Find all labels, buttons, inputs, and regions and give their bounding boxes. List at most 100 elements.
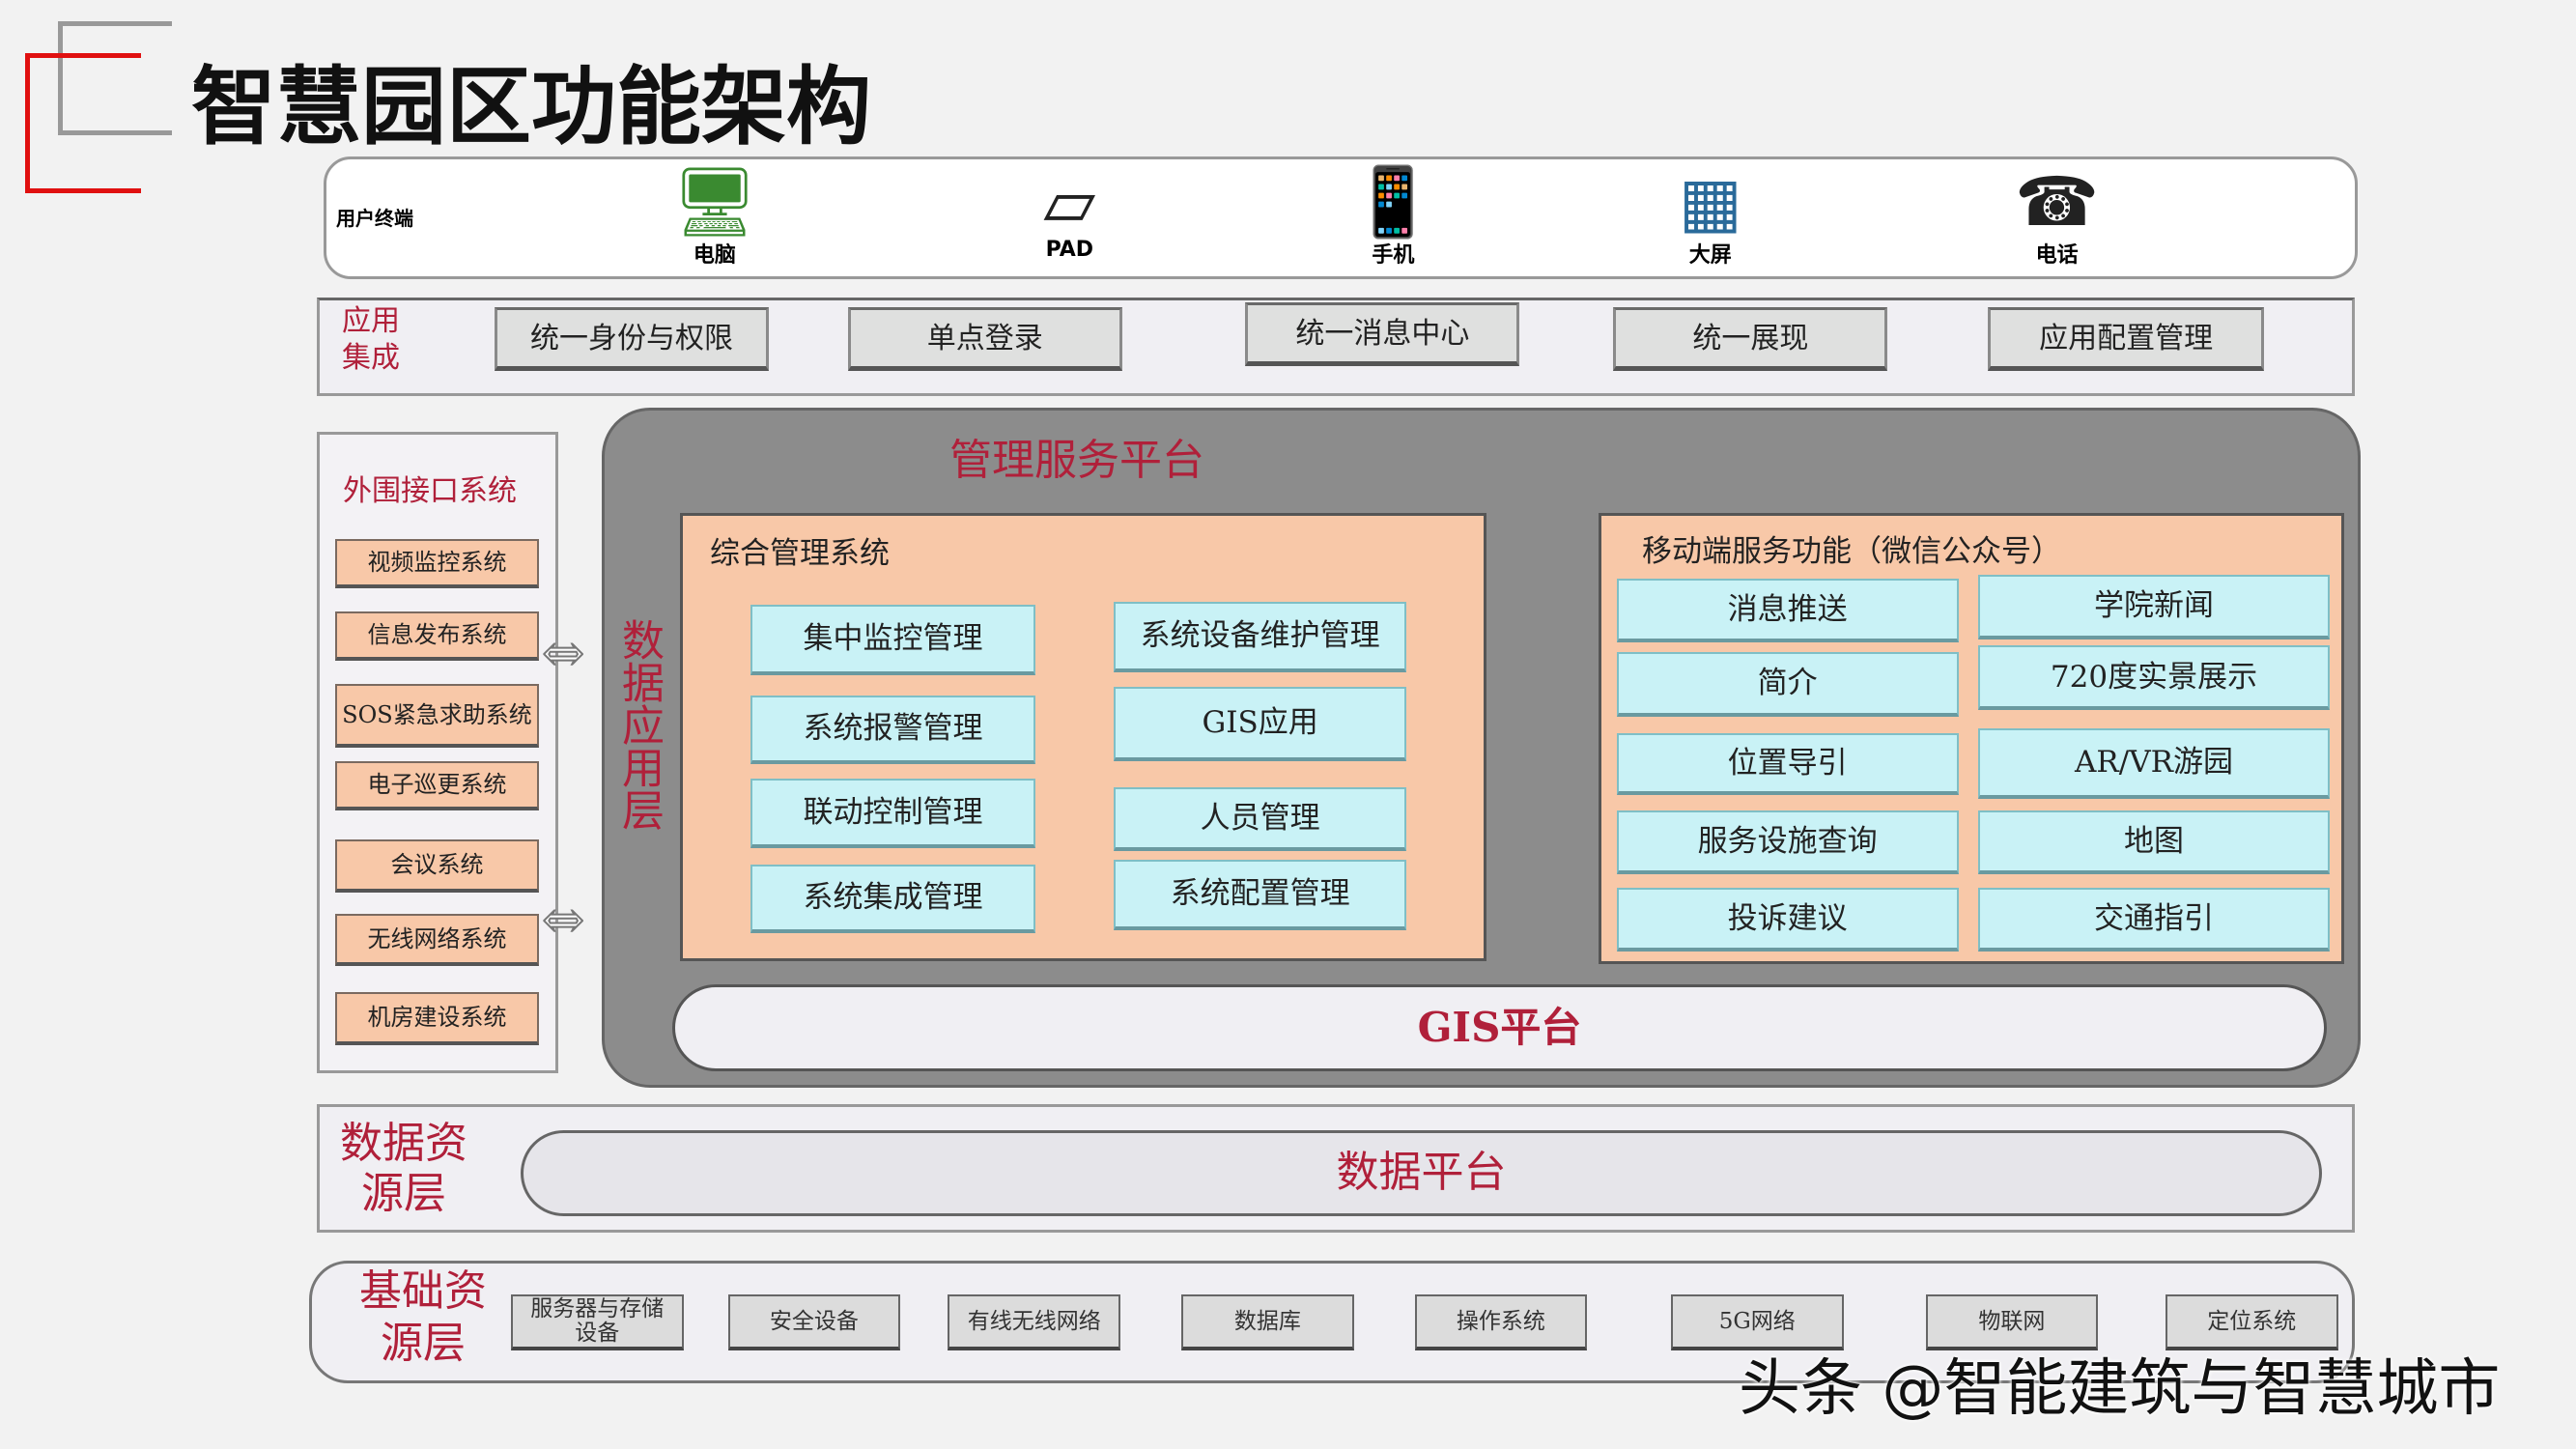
base-resource-item-label: 服务器与存储设备 xyxy=(530,1295,665,1347)
data-platform: 数据平台 xyxy=(521,1130,2322,1216)
base-resource-item: 操作系统 xyxy=(1414,1294,1588,1351)
data-platform-label: 数据平台 xyxy=(1336,1148,1507,1198)
mobile-service-item: AR/VR游园 xyxy=(1978,727,2330,799)
integrated-item: 系统集成管理 xyxy=(750,864,1035,934)
app-integration-item-label: 统一身份与权限 xyxy=(530,321,734,355)
mobile-service-item: 学院新闻 xyxy=(1978,575,2330,639)
peripheral-item: SOS紧急求助系统 xyxy=(335,683,539,748)
peripheral-item: 会议系统 xyxy=(335,839,539,893)
base-resource-item-label: 有线无线网络 xyxy=(967,1308,1101,1334)
peripheral-item-label: 视频监控系统 xyxy=(367,549,507,577)
mobile-service-item-label: 位置导引 xyxy=(1727,745,1848,781)
app-integration-item: 应用配置管理 xyxy=(1988,307,2264,372)
double-arrow-icon: ⇔ xyxy=(541,625,585,684)
base-resource-item: 5G网络 xyxy=(1670,1294,1844,1351)
page-title: 智慧园区功能架构 xyxy=(191,57,872,156)
mobile-service-item: 交通指引 xyxy=(1978,887,2330,952)
app-integration-item-label: 应用配置管理 xyxy=(2039,321,2214,355)
integrated-item: 系统配置管理 xyxy=(1114,859,1407,930)
integrated-item-label: GIS应用 xyxy=(1202,705,1318,741)
title-bracket-red xyxy=(25,53,141,193)
base-resource-item: 数据库 xyxy=(1181,1294,1354,1351)
integrated-item: 集中监控管理 xyxy=(750,604,1035,676)
integrated-item-label: 系统设备维护管理 xyxy=(1140,618,1380,654)
phone-icon: 📱 xyxy=(1350,162,1436,242)
peripheral-item-label: 会议系统 xyxy=(390,851,484,879)
gis-platform: GIS平台 xyxy=(672,984,2327,1071)
mobile-service-item: 720度实景展示 xyxy=(1978,645,2330,710)
app-integration-item: 统一身份与权限 xyxy=(495,307,770,372)
app-integration-label: 应用集成 xyxy=(342,303,400,377)
base-resource-item-label: 5G网络 xyxy=(1718,1308,1796,1334)
label-line: 源层 xyxy=(381,1319,466,1368)
mobile-service-title: 移动端服务功能（微信公众号） xyxy=(1642,534,2061,569)
mobile-service-item: 位置导引 xyxy=(1616,732,1959,796)
integrated-item: 系统设备维护管理 xyxy=(1114,601,1407,672)
label-line: 集成 xyxy=(342,341,400,375)
peripheral-item-label: 机房建设系统 xyxy=(367,1004,507,1032)
double-arrow-icon: ⇔ xyxy=(541,892,585,951)
tablet-icon: ▱ xyxy=(1043,162,1096,242)
data-layer-label: 数据资源层 xyxy=(340,1119,467,1219)
terminal-label: PAD xyxy=(1045,238,1094,262)
terminal-label: 电话 xyxy=(2035,243,2079,268)
base-resource-item-label: 操作系统 xyxy=(1456,1308,1545,1334)
base-resource-item: 定位系统 xyxy=(2165,1294,2338,1351)
base-layer-label: 基础资源层 xyxy=(359,1265,487,1370)
peripheral-item-label: SOS紧急求助系统 xyxy=(342,700,532,728)
mobile-service-item: 投诉建议 xyxy=(1616,887,1959,952)
telephone-icon: ☎ xyxy=(2015,162,2100,242)
integrated-item-label: 人员管理 xyxy=(1200,800,1320,836)
gis-platform-label: GIS平台 xyxy=(1417,1003,1582,1051)
base-resource-item: 服务器与存储设备 xyxy=(511,1294,684,1351)
peripheral-item: 电子巡更系统 xyxy=(335,760,539,810)
user-terminal-panel xyxy=(324,156,2358,279)
base-resource-item-label: 安全设备 xyxy=(769,1308,859,1334)
management-title: 管理服务平台 xyxy=(949,436,1204,485)
mobile-service-item-label: 地图 xyxy=(2124,823,2184,859)
mobile-service-item: 地图 xyxy=(1978,810,2330,874)
mobile-service-item-label: 简介 xyxy=(1757,666,1818,701)
integrated-item: 系统报警管理 xyxy=(750,695,1035,764)
mobile-service-item: 消息推送 xyxy=(1616,578,1959,643)
integrated-item: GIS应用 xyxy=(1114,687,1407,761)
big-screen-icon: ▦ xyxy=(1678,162,1742,242)
peripheral-item-label: 信息发布系统 xyxy=(367,621,507,649)
label-line: 源层 xyxy=(361,1169,446,1218)
mobile-service-item: 简介 xyxy=(1616,652,1959,717)
app-integration-item-label: 单点登录 xyxy=(926,321,1043,355)
integrated-item-label: 联动控制管理 xyxy=(803,794,983,830)
integrated-item-label: 系统报警管理 xyxy=(803,711,983,747)
mobile-service-item-label: 720度实景展示 xyxy=(2050,659,2258,695)
integrated-item-label: 系统配置管理 xyxy=(1170,876,1350,912)
title-bracket-gray xyxy=(58,21,172,135)
peripheral-item: 信息发布系统 xyxy=(335,611,539,661)
peripheral-item: 机房建设系统 xyxy=(335,992,539,1045)
monitor-icon: 🖥 xyxy=(671,162,758,242)
peripheral-item-label: 无线网络系统 xyxy=(367,924,507,952)
terminal-label: 电脑 xyxy=(693,243,736,268)
integrated-item-label: 集中监控管理 xyxy=(803,621,983,657)
user-terminal-label: 用户终端 xyxy=(336,207,413,230)
base-resource-item: 安全设备 xyxy=(727,1294,901,1351)
mobile-service-item: 服务设施查询 xyxy=(1616,810,1959,874)
mobile-service-item-label: 消息推送 xyxy=(1727,591,1848,627)
label-line: 数据资 xyxy=(340,1119,467,1168)
terminal-label: 手机 xyxy=(1372,243,1415,268)
base-resource-item-label: 物联网 xyxy=(1978,1308,2046,1334)
integrated-item: 联动控制管理 xyxy=(750,779,1035,848)
app-integration-item: 统一展现 xyxy=(1613,307,1888,372)
mobile-service-item-label: 学院新闻 xyxy=(2094,588,2214,624)
app-integration-item: 单点登录 xyxy=(847,307,1122,372)
base-resource-item: 物联网 xyxy=(1925,1294,2099,1351)
app-integration-item-label: 统一消息中心 xyxy=(1295,316,1470,351)
terminal-label: 大屏 xyxy=(1688,243,1732,268)
app-integration-item-label: 统一展现 xyxy=(1692,321,1809,355)
base-resource-item-label: 数据库 xyxy=(1233,1308,1301,1334)
integrated-mgmt-title: 综合管理系统 xyxy=(710,536,890,571)
peripheral-title: 外围接口系统 xyxy=(343,474,517,508)
integrated-item-label: 系统集成管理 xyxy=(803,880,983,916)
app-integration-item: 统一消息中心 xyxy=(1245,301,1520,367)
mobile-service-item-label: AR/VR游园 xyxy=(2075,745,2233,781)
label-line: 基础资 xyxy=(359,1266,487,1316)
